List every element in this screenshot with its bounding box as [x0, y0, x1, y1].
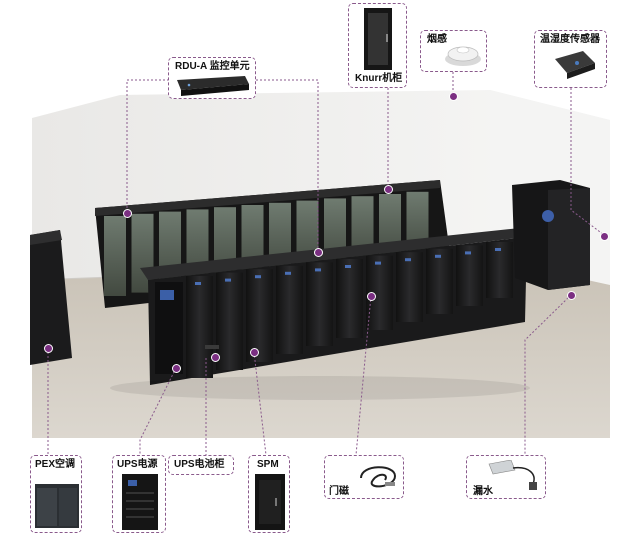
th-sensor-image	[555, 51, 595, 79]
ups-cabinet-row	[140, 228, 527, 385]
rdu-label: RDU-A 监控单元	[175, 61, 250, 72]
cabinet-logo-light	[225, 278, 231, 282]
ups-connection-dot	[172, 364, 181, 373]
front-cabinet-panel	[486, 242, 513, 298]
front-cabinet-panel	[456, 245, 483, 306]
smoke-label: 烟感	[427, 34, 447, 45]
spm-connection-dot	[250, 348, 259, 357]
pex-connection-dot	[44, 344, 53, 353]
door-callout: 门磁	[324, 455, 404, 499]
front-cabinet-panel	[306, 262, 333, 346]
knurr-label: Knurr机柜	[355, 73, 403, 84]
front-cabinets	[186, 242, 513, 378]
knurr-glass-door	[104, 216, 126, 296]
smoke-connection-dot	[449, 92, 458, 101]
leak-callout: 漏水	[466, 455, 546, 499]
pex-label: PEX空调	[35, 459, 76, 470]
rdu-connection-dot-2	[314, 248, 323, 257]
ups-unit-image	[122, 474, 158, 530]
pex-air-conditioner-right	[512, 180, 590, 290]
floor-shadow	[110, 376, 530, 400]
door-sensor-image	[360, 466, 397, 488]
battery-connection-dot	[211, 353, 220, 362]
leak-sensor-image	[488, 460, 537, 490]
battery-label: UPS电池柜	[174, 459, 225, 470]
front-cabinet-panel	[396, 252, 423, 322]
rdu-unit-image	[177, 76, 249, 96]
pex-air-conditioner-left	[30, 230, 72, 365]
cabinet-logo-light	[255, 275, 261, 279]
spm-callout: SPM	[248, 455, 290, 533]
th-sensor-label: 温湿度传感器	[540, 34, 600, 45]
front-cabinet-panel	[216, 272, 243, 370]
leak-label: 漏水	[473, 486, 493, 497]
leak-connection-dot	[567, 291, 576, 300]
front-cabinet-panel	[186, 276, 213, 378]
cabinet-logo-light	[345, 265, 351, 268]
smoke-detector-image	[445, 46, 481, 66]
cabinet-logo-light	[435, 254, 441, 258]
rdu-connection-dot	[123, 209, 132, 218]
knurr-callout: Knurr机柜	[348, 3, 407, 88]
spm-unit-image	[255, 474, 285, 530]
cabinet-logo-light	[465, 251, 471, 255]
front-cabinet-panel	[426, 248, 453, 314]
ups-callout: UPS电源	[112, 455, 166, 533]
pex-callout: PEX空调	[30, 455, 82, 533]
cabinet-logo-light	[285, 271, 291, 275]
cabinet-logo-light	[315, 268, 321, 272]
rdu-callout: RDU-A 监控单元	[168, 57, 256, 99]
door-connection-dot	[367, 292, 376, 301]
knurr-cabinet-image	[364, 8, 392, 70]
cabinet-logo-light	[375, 261, 381, 265]
battery-callout: UPS电池柜	[168, 455, 234, 475]
front-cabinet-panel	[276, 265, 303, 354]
smoke-callout: 烟感	[420, 30, 487, 72]
door-label: 门磁	[329, 486, 349, 497]
th-sensor-connection-dot	[600, 232, 609, 241]
knurr-connection-dot	[384, 185, 393, 194]
ups-label: UPS电源	[117, 459, 158, 470]
front-cabinet-panel	[246, 269, 273, 362]
front-cabinet-panel	[336, 259, 363, 338]
cabinet-logo-light	[195, 282, 201, 285]
pex-unit-image	[35, 484, 79, 528]
spm-label: SPM	[257, 459, 279, 470]
cabinet-logo-light	[495, 248, 501, 251]
cabinet-logo-light	[405, 258, 411, 262]
th-sensor-callout: 温湿度传感器	[534, 30, 607, 88]
